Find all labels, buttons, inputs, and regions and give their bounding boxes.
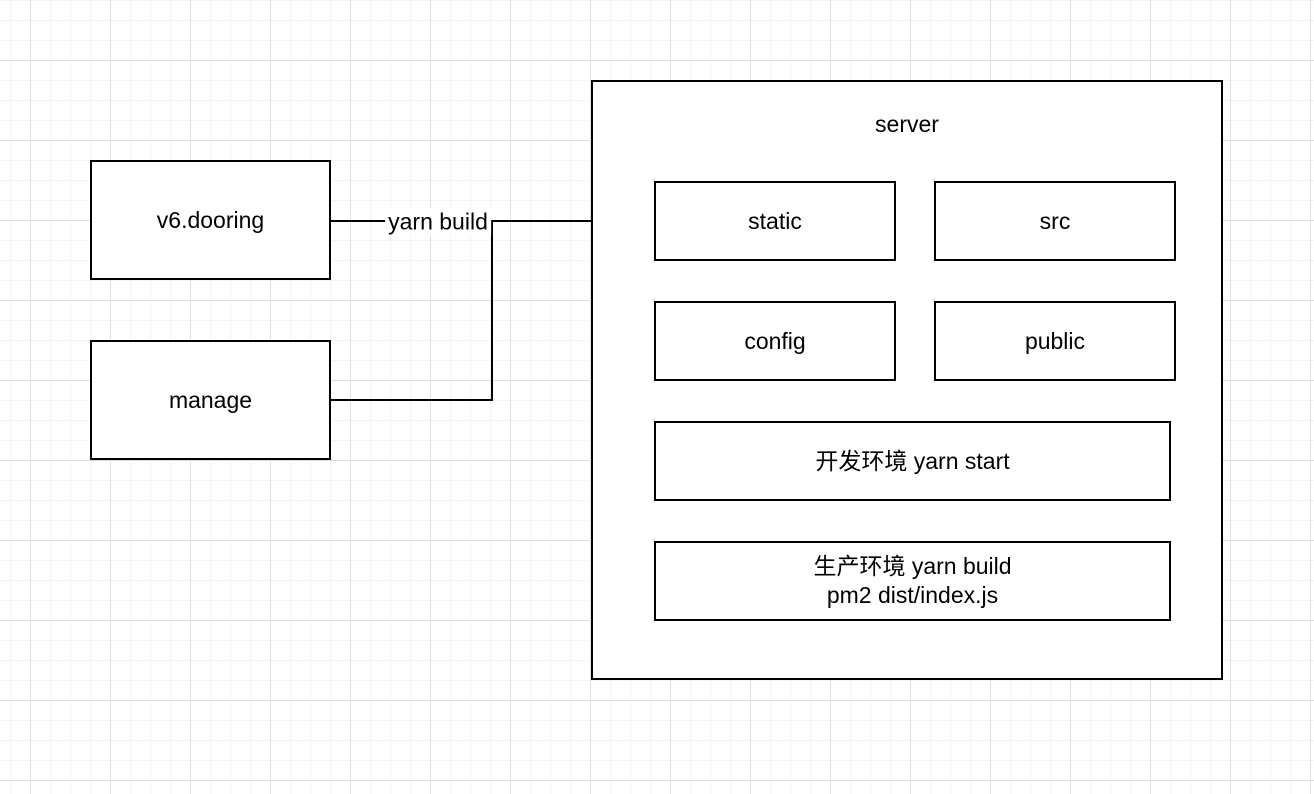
node-v6dooring: v6.dooring: [90, 160, 331, 280]
node-static-label: static: [748, 207, 802, 234]
node-manage-label: manage: [168, 386, 253, 413]
edge-manage-to-build: [331, 221, 493, 401]
node-src: src: [934, 181, 1176, 261]
node-config-label: config: [744, 327, 806, 354]
node-v6dooring-label: v6.dooring: [156, 206, 265, 233]
node-dev-env: 开发环境 yarn start: [654, 421, 1171, 501]
node-dev-env-label: 开发环境 yarn start: [815, 447, 1010, 474]
node-public-label: public: [1024, 327, 1086, 354]
node-static: static: [654, 181, 896, 261]
node-config: config: [654, 301, 896, 381]
node-prod-env-label-line1: 生产环境 yarn build: [813, 553, 1012, 580]
node-manage: manage: [90, 340, 331, 460]
node-public: public: [934, 301, 1176, 381]
node-server-label: server: [875, 111, 939, 137]
node-prod-env: 生产环境 yarn build pm2 dist/index.js: [654, 541, 1171, 621]
node-prod-env-label-line2: pm2 dist/index.js: [826, 582, 999, 608]
node-src-label: src: [1039, 207, 1071, 234]
edge-label-yarn-build: yarn build: [385, 208, 491, 236]
